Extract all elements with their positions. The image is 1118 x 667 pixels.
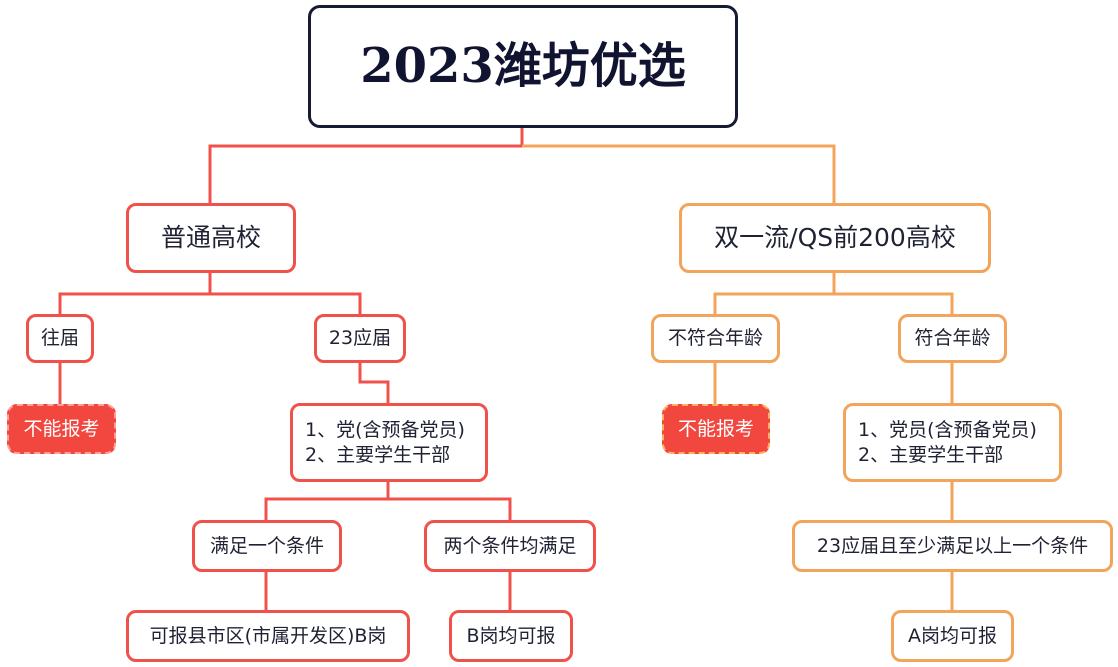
node-label: 不符合年龄 [667,327,763,350]
node-left-cannot-apply[interactable]: 不能报考 [7,404,116,454]
node-label: 符合年龄 [914,327,991,350]
node-age-eligible[interactable]: 符合年龄 [898,314,1007,363]
node-label: 可报县市区(市属开发区)B岗 [149,624,387,647]
node-meets-one-condition[interactable]: 满足一个条件 [192,520,342,572]
node-label: 不能报考 [677,417,754,440]
node-label: 普通高校 [160,222,261,252]
node-all-b-posts[interactable]: B岗均可报 [449,610,573,662]
edge-left-current [210,292,362,315]
node-regular-universities[interactable]: 普通高校 [126,203,296,273]
node-label: 23应届 [328,327,392,350]
node-meets-both-conditions[interactable]: 两个条件均满足 [424,520,596,572]
node-age-not-eligible[interactable]: 不符合年龄 [651,314,780,363]
node-right-cannot-apply[interactable]: 不能报考 [662,404,770,454]
root-title: 2023潍坊优选 [360,38,686,95]
node-label: B岗均可报 [466,624,556,647]
edge-conditions-both [388,497,512,521]
node-all-a-posts[interactable]: A岗均可报 [891,610,1014,662]
root-node[interactable]: 2023潍坊优选 [308,5,738,128]
node-2023-one-condition[interactable]: 23应届且至少满足以上一个条件 [792,520,1113,572]
node-label: 两个条件均满足 [443,534,577,557]
node-county-b-posts[interactable]: 可报县市区(市属开发区)B岗 [126,610,410,662]
node-label: 往届 [40,327,79,350]
node-2023-graduates[interactable]: 23应届 [314,314,406,363]
node-top-universities[interactable]: 双一流/QS前200高校 [679,203,991,273]
node-past-graduates[interactable]: 往届 [26,314,94,363]
condition-line-2: 2、主要学生干部 [305,443,451,466]
edge-right-noage [713,272,836,315]
node-label: 不能报考 [23,417,100,440]
condition-line-1: 1、党员(含预备党员) [858,418,1037,441]
node-left-conditions[interactable]: 1、党(含预备党员) 2、主要学生干部 [290,403,488,482]
edge-conditions-one [264,481,390,521]
edge-right-age [834,292,954,315]
edge-root-left [208,128,524,205]
node-label: 双一流/QS前200高校 [714,222,956,252]
node-label: 满足一个条件 [209,534,324,557]
node-right-conditions[interactable]: 1、党员(含预备党员) 2、主要学生干部 [843,403,1062,482]
node-label: 23应届且至少满足以上一个条件 [816,534,1089,557]
edge-current-conditions [358,362,390,404]
edge-left-past [58,272,212,315]
condition-line-1: 1、党(含预备党员) [305,418,465,441]
edge-root-right [522,144,836,205]
node-label: A岗均可报 [908,624,997,647]
condition-line-2: 2、主要学生干部 [858,443,1004,466]
